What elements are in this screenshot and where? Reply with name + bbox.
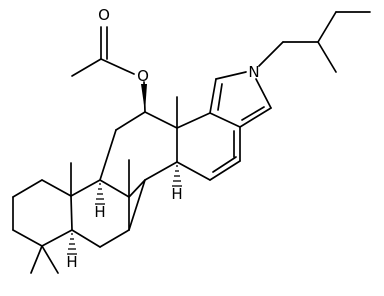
bond-c4-methyl-b (41, 245, 59, 274)
stereo-bonds (67, 84, 182, 255)
atom-labels: O O N H H H (66, 6, 259, 271)
methylbutyl-side-chain (258, 11, 371, 73)
bond-c3 (144, 111, 178, 129)
atom-label-ester-oxygen: O (137, 67, 149, 85)
bond-c4-methyl-a (30, 245, 43, 274)
bond-p-double-2 (241, 106, 265, 121)
bond-p-double-1 (217, 83, 223, 111)
hash-c9-h (95, 183, 105, 205)
atom-label-h-c9: H (94, 203, 105, 221)
acetate-group (71, 26, 146, 113)
bond-c5 (144, 161, 178, 181)
bond-p1 (209, 78, 217, 114)
ring-bonds (12, 71, 272, 248)
bond-a4 (12, 229, 43, 247)
bond-d2 (209, 112, 241, 128)
bond-b6 (128, 179, 146, 231)
bond-p4 (239, 107, 272, 128)
atom-label-h-c5: H (66, 253, 77, 271)
bond-a2 (12, 179, 43, 198)
bond-c2 (115, 111, 146, 131)
atom-label-carbonyl-oxygen: O (98, 6, 110, 24)
bond-b2 (99, 179, 130, 198)
bond-ch-ch2 (317, 11, 337, 43)
bond-d1 (176, 112, 211, 129)
bond-a6 (70, 195, 73, 231)
atom-label-pyrrole-nitrogen: N (248, 63, 259, 81)
bond-c6 (128, 179, 146, 198)
bond-acyl-ester-oxygen (100, 58, 135, 75)
bond-a5 (41, 229, 73, 247)
bond-b5 (71, 229, 101, 248)
bond-n-ch2 (258, 41, 284, 67)
bond-acetyl-methyl (71, 58, 102, 77)
atom-label-h-c14: H (171, 185, 182, 203)
bond-a1 (41, 179, 72, 197)
wedge-c12-oxygen (141, 84, 147, 112)
bond-d4 (209, 160, 241, 181)
bond-d-double-1 (212, 156, 237, 173)
bond-c1 (99, 129, 117, 181)
bond-ch-methyl (317, 41, 337, 73)
hash-c5-h (67, 233, 77, 255)
methyl-groups (30, 96, 178, 274)
bond-d5 (176, 161, 211, 181)
bond-b1 (70, 179, 101, 197)
bond-p2 (215, 71, 247, 80)
bond-p3 (255, 78, 272, 109)
bond-b4 (99, 229, 130, 248)
hash-c14-h (172, 165, 182, 187)
